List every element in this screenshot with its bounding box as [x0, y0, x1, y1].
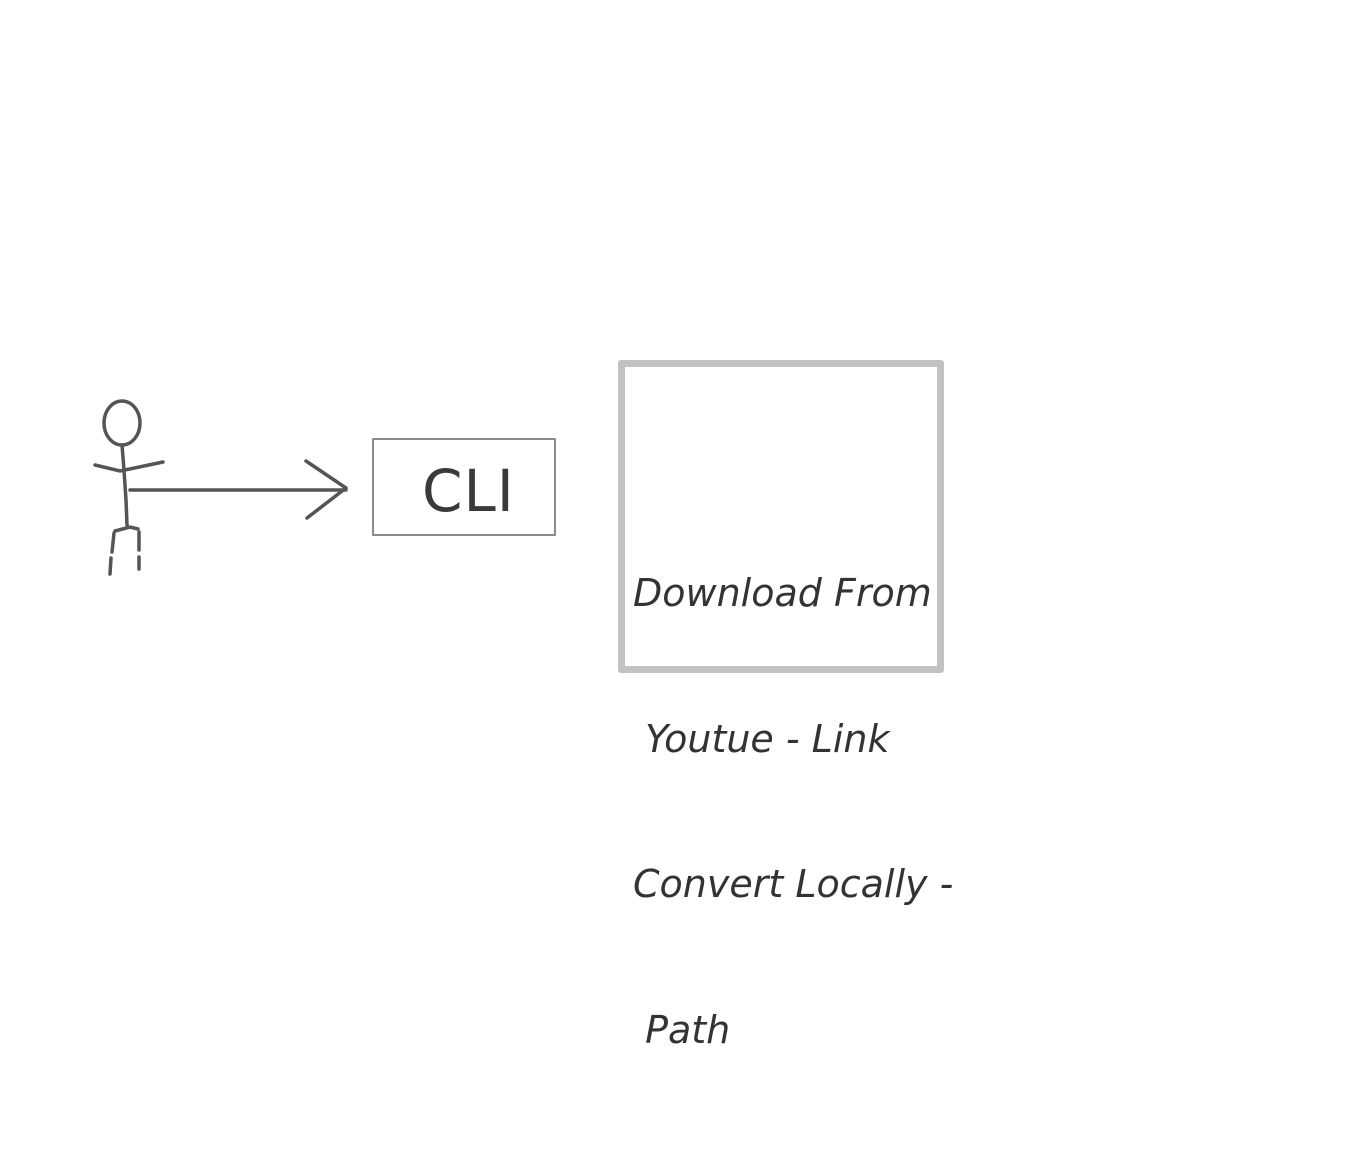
arrow-right-icon	[128, 459, 348, 520]
note-line-3: Convert Locally -	[633, 862, 954, 906]
stick-figure-icon	[93, 399, 165, 576]
cli-box: CLI	[372, 438, 556, 536]
note-line-2: Youtue - Link	[633, 716, 890, 761]
note-line-4: Path	[633, 1007, 731, 1052]
note-box	[618, 360, 944, 673]
cli-label: CLI	[422, 457, 515, 525]
note-line-1: Download From	[633, 571, 932, 615]
diagram-canvas: CLI Download From Youtue - Link Convert …	[93, 360, 953, 1052]
note-text: Download From Youtue - Link Convert Loca…	[633, 472, 953, 1151]
